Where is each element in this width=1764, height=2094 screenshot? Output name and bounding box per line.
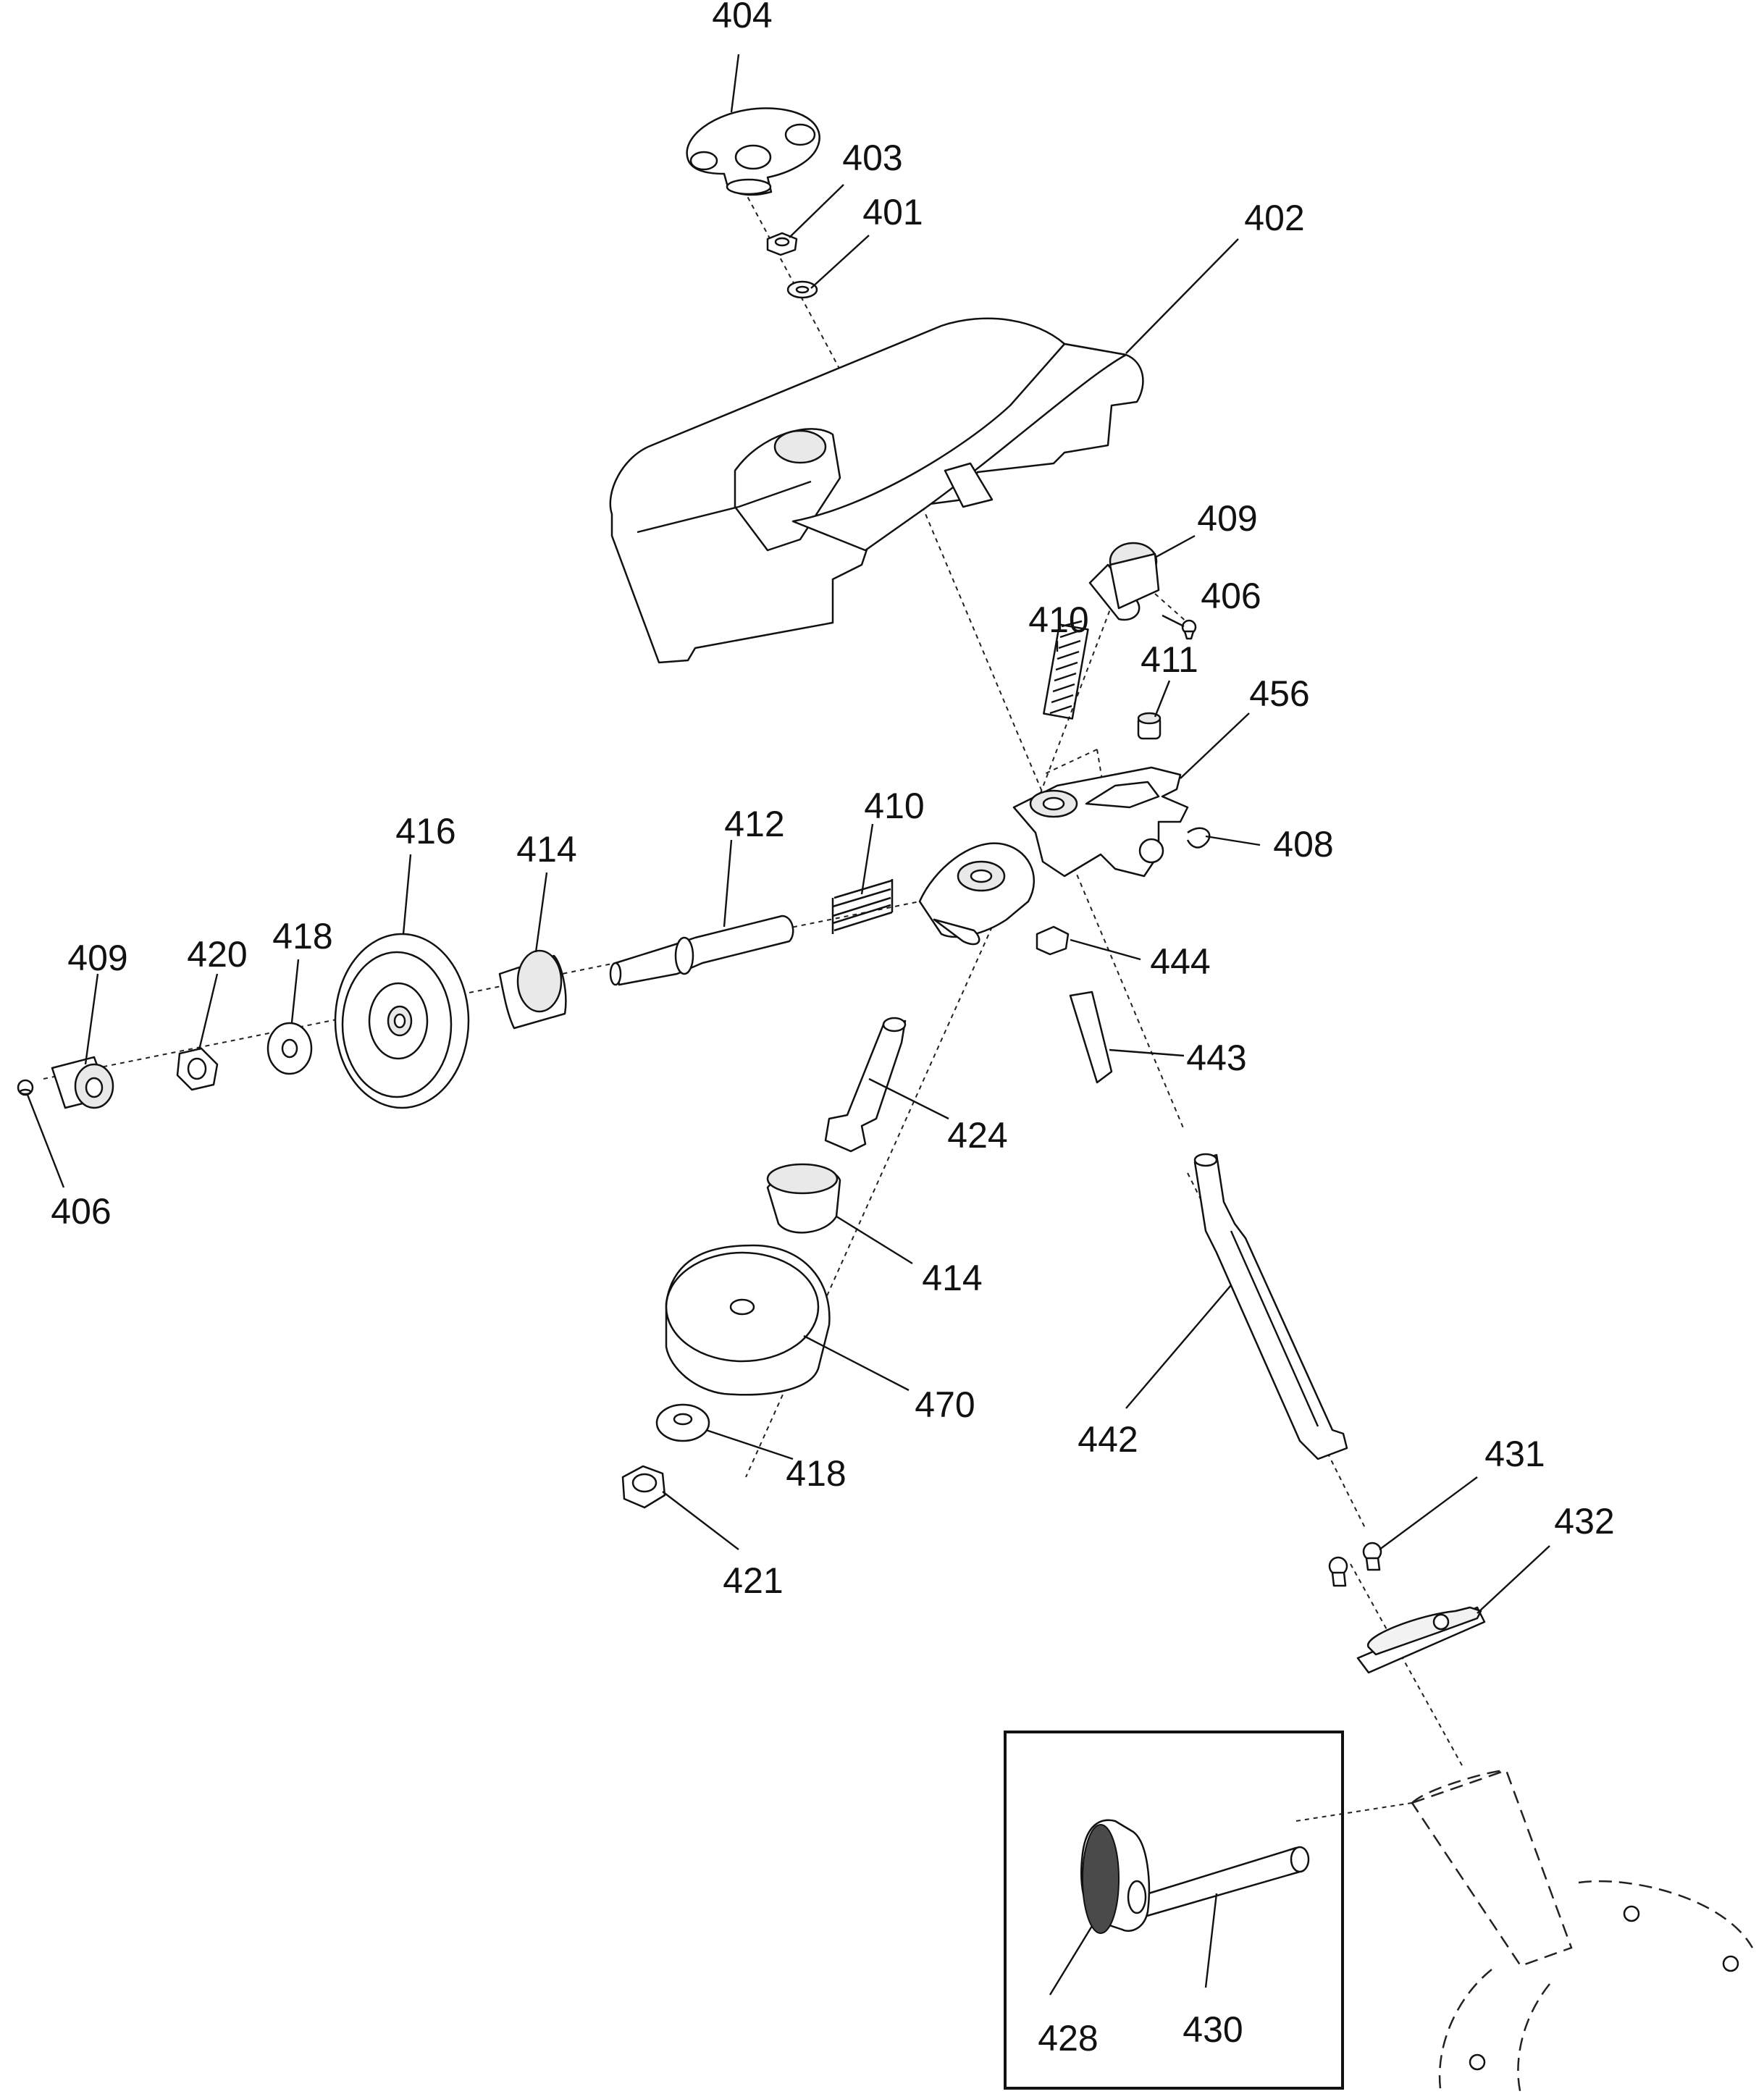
axle-442 (1193, 1153, 1348, 1460)
spring-410-upper (1043, 620, 1089, 720)
spring-410-left (831, 879, 894, 934)
leader-lines (26, 54, 1550, 1996)
callout-411: 411 (1141, 639, 1198, 680)
callout-432: 432 (1554, 1501, 1614, 1542)
callout-414-left: 414 (516, 829, 576, 870)
machine-housing-ghost (1411, 1769, 1754, 2094)
callout-442: 442 (1078, 1419, 1138, 1460)
callout-456: 456 (1249, 673, 1309, 714)
callout-418-lower: 418 (786, 1453, 846, 1494)
assembly-axes (43, 166, 1463, 1822)
callout-403: 403 (842, 138, 902, 178)
callout-412: 412 (724, 804, 784, 844)
callout-409-left: 409 (67, 938, 127, 978)
cover-402 (609, 317, 1144, 664)
callout-406-left: 406 (51, 1191, 111, 1232)
housing-456 (918, 766, 1211, 946)
callout-430: 430 (1183, 2009, 1243, 2050)
screw-406-upper (1181, 619, 1197, 640)
callout-431: 431 (1484, 1434, 1545, 1474)
callout-410-upper: 410 (1028, 600, 1088, 640)
callout-421: 421 (723, 1560, 783, 1601)
washer-418-left (266, 1022, 313, 1075)
callout-470: 470 (915, 1384, 975, 1425)
screws-431 (1328, 1542, 1382, 1587)
callout-409-upper: 409 (1197, 498, 1257, 539)
nut-403 (766, 232, 798, 256)
callout-443: 443 (1186, 1038, 1246, 1078)
callout-408: 408 (1273, 824, 1333, 865)
nut-420 (176, 1047, 219, 1091)
sleeve-409-upper (1088, 542, 1160, 621)
callout-416: 416 (395, 811, 455, 852)
wheel-470 (665, 1244, 831, 1396)
pin-443 (1069, 991, 1113, 1084)
sleeve-409-left (51, 1056, 114, 1109)
shaft-412 (609, 914, 794, 986)
inset-detail (1004, 1731, 1344, 2090)
callout-444: 444 (1150, 941, 1210, 982)
callout-418-upper: 418 (272, 916, 332, 956)
callout-420: 420 (187, 934, 247, 975)
washer-401 (786, 280, 818, 299)
plate-432 (1356, 1606, 1486, 1674)
bushing-414-lower (766, 1163, 841, 1234)
washer-418-lower (655, 1403, 710, 1442)
callout-406-upper: 406 (1201, 576, 1261, 616)
callout-404: 404 (712, 0, 772, 35)
pulley-416 (334, 933, 470, 1109)
knob-404 (686, 107, 820, 196)
bushing-414-left (498, 949, 567, 1030)
shaft-424 (824, 1017, 907, 1153)
callout-401: 401 (862, 192, 923, 232)
callout-402: 402 (1244, 198, 1304, 238)
screw-406-left (17, 1079, 34, 1096)
callout-labels: 404 403 401 402 409 406 410 411 456 408 … (51, 0, 1614, 2059)
nut-444 (1036, 925, 1070, 956)
callout-414-lower: 414 (922, 1258, 982, 1298)
insert-411 (1137, 712, 1162, 740)
callout-410-left: 410 (864, 786, 924, 826)
callout-424: 424 (947, 1115, 1007, 1156)
locknut-421 (621, 1465, 666, 1509)
callout-428: 428 (1038, 2018, 1098, 2059)
